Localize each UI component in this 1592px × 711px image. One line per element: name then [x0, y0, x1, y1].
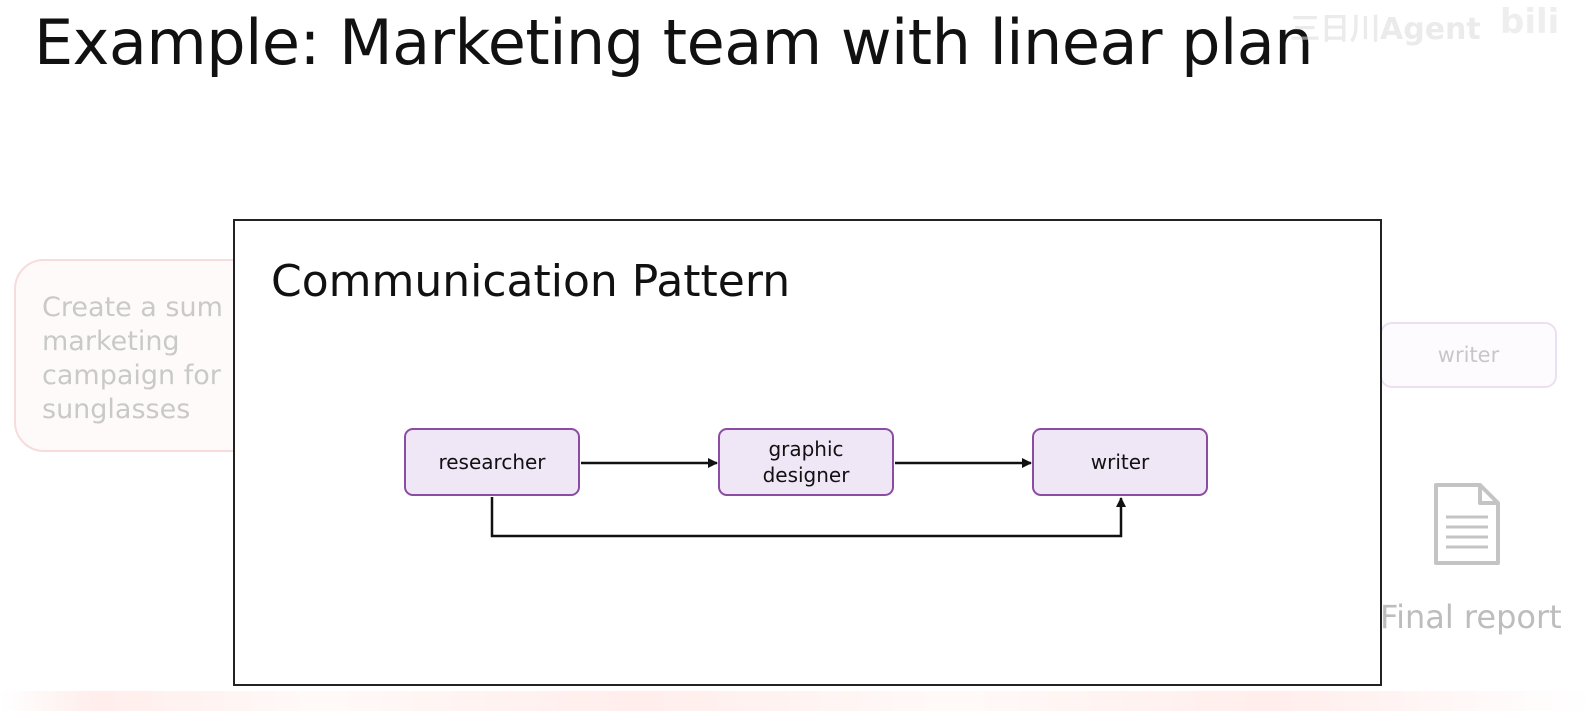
- edge-layer: [490, 458, 1126, 538]
- document-icon: [1432, 481, 1502, 571]
- final-report-label: Final report: [1380, 598, 1562, 636]
- watermark-logo: bili: [1500, 2, 1560, 42]
- node-graphic-designer: graphic designer: [718, 428, 894, 496]
- bottom-band: [0, 691, 1592, 711]
- communication-pattern-panel: Communication Pattern researcher graphic…: [233, 219, 1382, 686]
- node-writer: writer: [1032, 428, 1208, 496]
- edge-researcher-to-writer: [490, 497, 1126, 538]
- node-researcher: researcher: [404, 428, 580, 496]
- background-writer-node: writer: [1380, 322, 1557, 388]
- panel-title: Communication Pattern: [271, 256, 791, 307]
- prompt-text: Create a sum marketing campaign for sung…: [42, 292, 223, 425]
- slide-title: Example: Marketing team with linear plan: [34, 6, 1314, 79]
- watermark-text: 三日川Agent: [1290, 12, 1481, 47]
